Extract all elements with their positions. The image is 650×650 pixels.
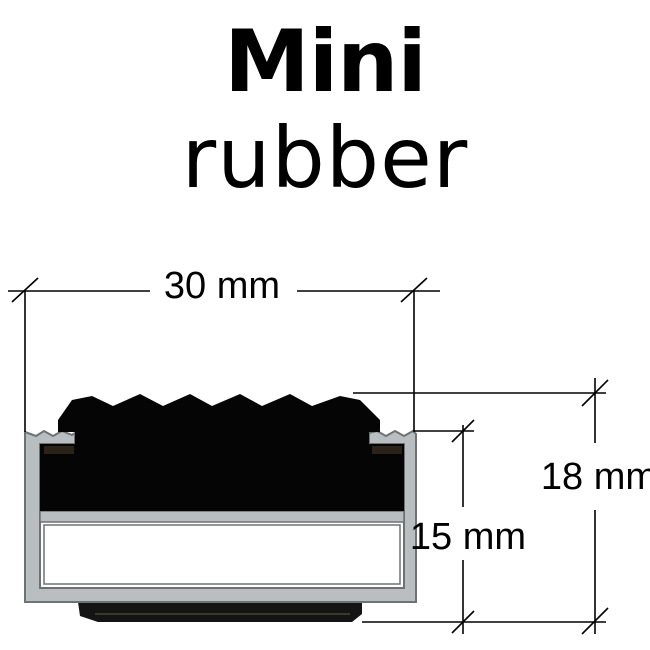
dimension-inner-height — [362, 419, 475, 634]
dimension-total-height — [353, 378, 609, 635]
base-foot — [78, 602, 362, 622]
title-mini: Mini — [224, 12, 427, 112]
dimension-width-label: 30 mm — [164, 265, 280, 307]
rubber-insert — [40, 394, 404, 511]
dimension-width — [8, 277, 440, 432]
dimension-inner-height-label: 15 mm — [410, 516, 526, 558]
tick-mark — [451, 419, 475, 443]
tick-mark — [451, 610, 475, 634]
tick-mark — [581, 607, 609, 635]
tick-mark — [581, 379, 609, 407]
aluminium-profile — [24, 429, 417, 603]
dimension-total-height-label: 18 mm — [541, 456, 650, 498]
tick-mark — [11, 277, 39, 303]
tick-mark — [400, 277, 428, 303]
title-rubber: rubber — [181, 109, 469, 207]
